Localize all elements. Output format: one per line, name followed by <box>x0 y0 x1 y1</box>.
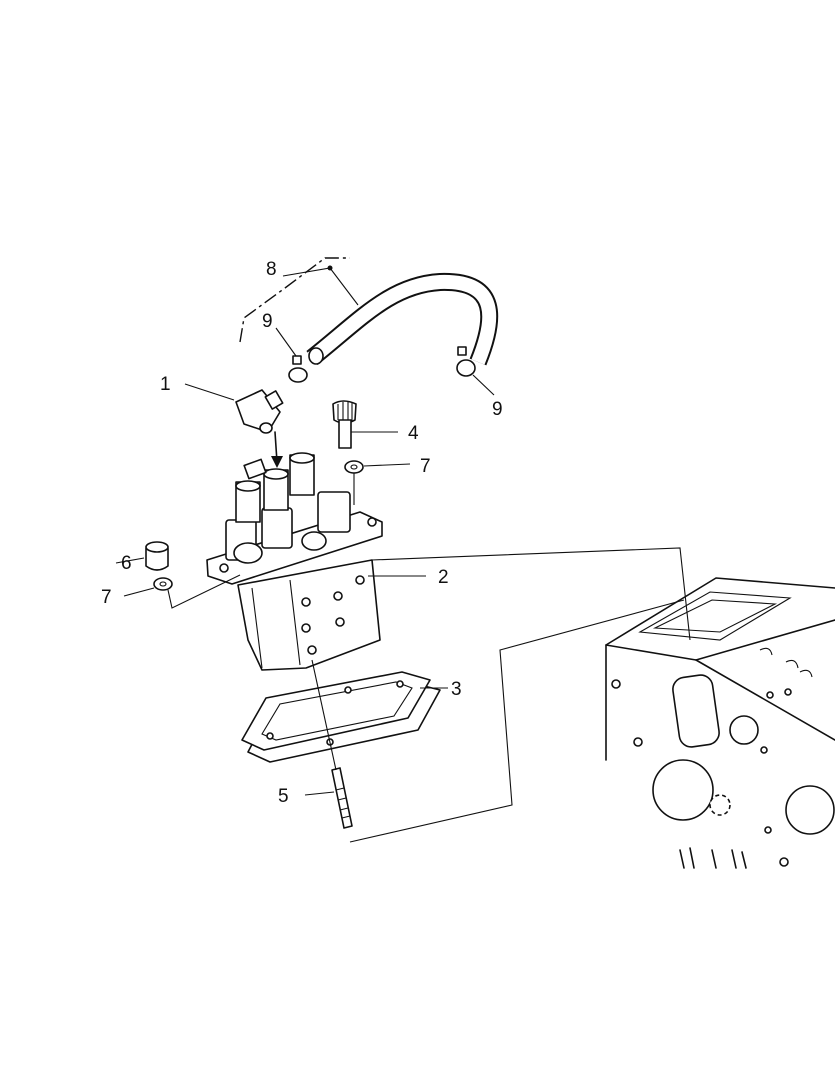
callout-5: 5 <box>278 786 289 807</box>
callout-2: 2 <box>438 567 449 588</box>
hose-clamp-left <box>275 327 308 383</box>
callout-9-left: 9 <box>262 311 273 332</box>
callout-1: 1 <box>160 374 171 395</box>
hollow-screw <box>332 400 398 449</box>
washer-lower <box>123 574 241 609</box>
stud-bolt <box>304 659 353 829</box>
callout-3: 3 <box>451 679 462 700</box>
callout-9-right: 9 <box>492 399 503 420</box>
gasket <box>241 671 448 763</box>
callout-4: 4 <box>408 423 419 444</box>
alignment-lines <box>349 547 691 843</box>
hose-clamp-right <box>456 346 495 396</box>
callout-6: 6 <box>121 553 132 574</box>
fuel-hose <box>306 272 499 366</box>
callout-7-upper: 7 <box>420 456 431 477</box>
callout-7-lower: 7 <box>101 587 112 608</box>
injection-pump <box>206 452 426 671</box>
cap-nut <box>115 541 169 571</box>
engine-block <box>605 577 835 869</box>
callout-8: 8 <box>266 259 277 280</box>
banjo-fitting <box>184 383 284 468</box>
washer-upper <box>344 460 411 505</box>
hose-assembly-bracket <box>239 257 359 343</box>
